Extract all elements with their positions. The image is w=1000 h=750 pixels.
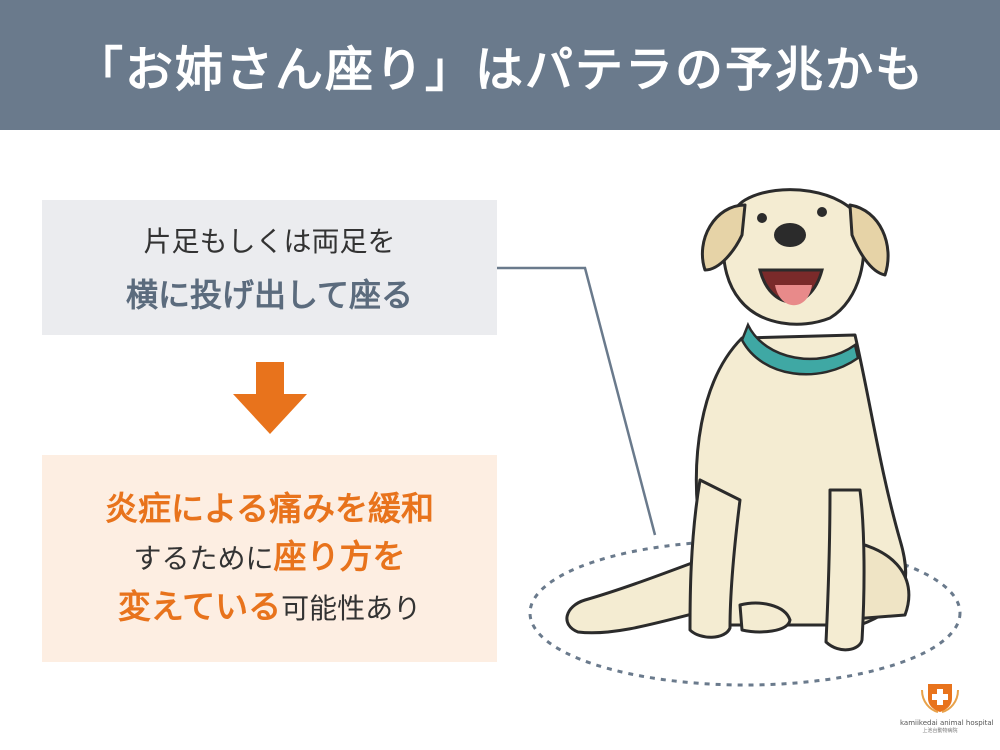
- symptom-line-1: 片足もしくは両足を: [143, 224, 396, 258]
- symptom-box: 片足もしくは両足を 横に投げ出して座る: [42, 200, 497, 335]
- hospital-crest-icon: [921, 684, 959, 713]
- explanation-box: 炎症による痛みを緩和 するために座り方を 変えている可能性あり: [42, 455, 497, 662]
- title-banner: 「お姉さん座り」はパテラの予兆かも: [0, 0, 1000, 130]
- hospital-logo: kamiikedai animal hospital 上池台動物病院: [900, 680, 994, 734]
- explanation-line-3-plain: 可能性あり: [281, 591, 422, 625]
- explanation-line-3-accent: 変えている: [117, 586, 282, 626]
- page-title: 「お姉さん座り」はパテラの予兆かも: [74, 42, 925, 98]
- eye-right: [817, 207, 827, 217]
- dog-figure: [565, 188, 911, 652]
- down-arrow-icon: [233, 362, 307, 434]
- explanation-line-2: するために座り方を: [133, 533, 405, 583]
- collar: [740, 321, 860, 376]
- explanation-line-2-plain: するために: [133, 541, 274, 575]
- explanation-line-3: 変えている可能性あり: [118, 583, 421, 633]
- hospital-name-jp: 上池台動物病院: [922, 728, 958, 734]
- symptom-line-2: 横に投げ出して座る: [125, 275, 414, 314]
- eye-left: [757, 213, 767, 223]
- explanation-line-2-accent: 座り方を: [273, 536, 406, 576]
- nose: [774, 223, 806, 247]
- hospital-name: kamiikedai animal hospital: [900, 719, 994, 727]
- connector-line: [497, 266, 657, 536]
- tongue: [775, 285, 812, 306]
- explanation-line-1: 炎症による痛みを緩和: [104, 488, 434, 528]
